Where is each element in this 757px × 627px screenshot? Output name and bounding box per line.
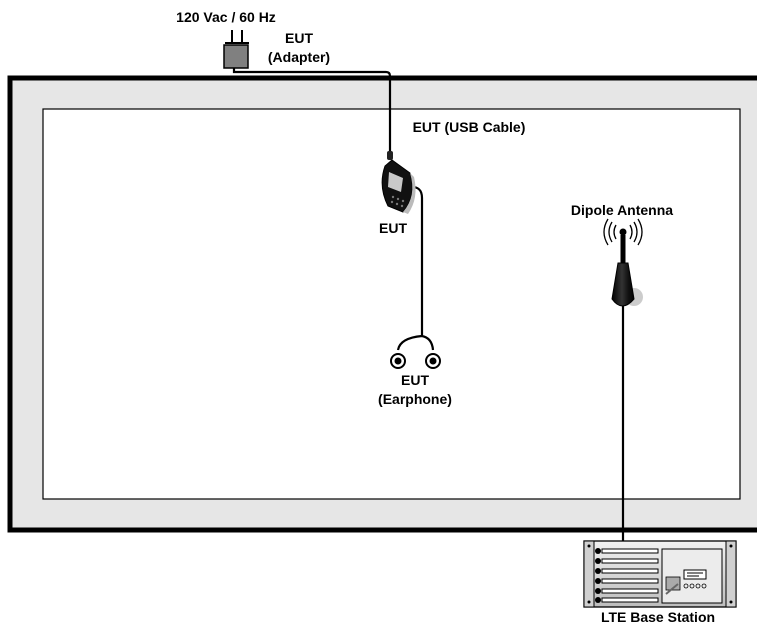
usb-cable-label: EUT (USB Cable) <box>413 119 526 135</box>
base-station-label: LTE Base Station <box>601 609 715 625</box>
radio-waves-icon <box>603 218 643 246</box>
shielded-chamber <box>7 75 757 533</box>
dipole-antenna-icon <box>611 228 643 307</box>
adapter-label-line2: (Adapter) <box>268 49 330 65</box>
adapter-label-line1: EUT <box>285 30 313 46</box>
earphone-label-line2: (Earphone) <box>378 391 452 407</box>
earphone-label-line1: EUT <box>401 372 429 388</box>
antenna-label: Dipole Antenna <box>571 202 673 218</box>
power-plug-icon <box>223 30 249 69</box>
phone-label: EUT <box>379 220 407 236</box>
cables <box>232 68 625 545</box>
adapter-usb-cable <box>232 68 392 154</box>
base-station-rack-icon <box>583 540 737 608</box>
mobile-phone-icon <box>381 151 416 214</box>
power-source-label: 120 Vac / 60 Hz <box>176 9 276 25</box>
earphone-icon <box>390 353 441 369</box>
earphone-cable <box>396 185 435 351</box>
